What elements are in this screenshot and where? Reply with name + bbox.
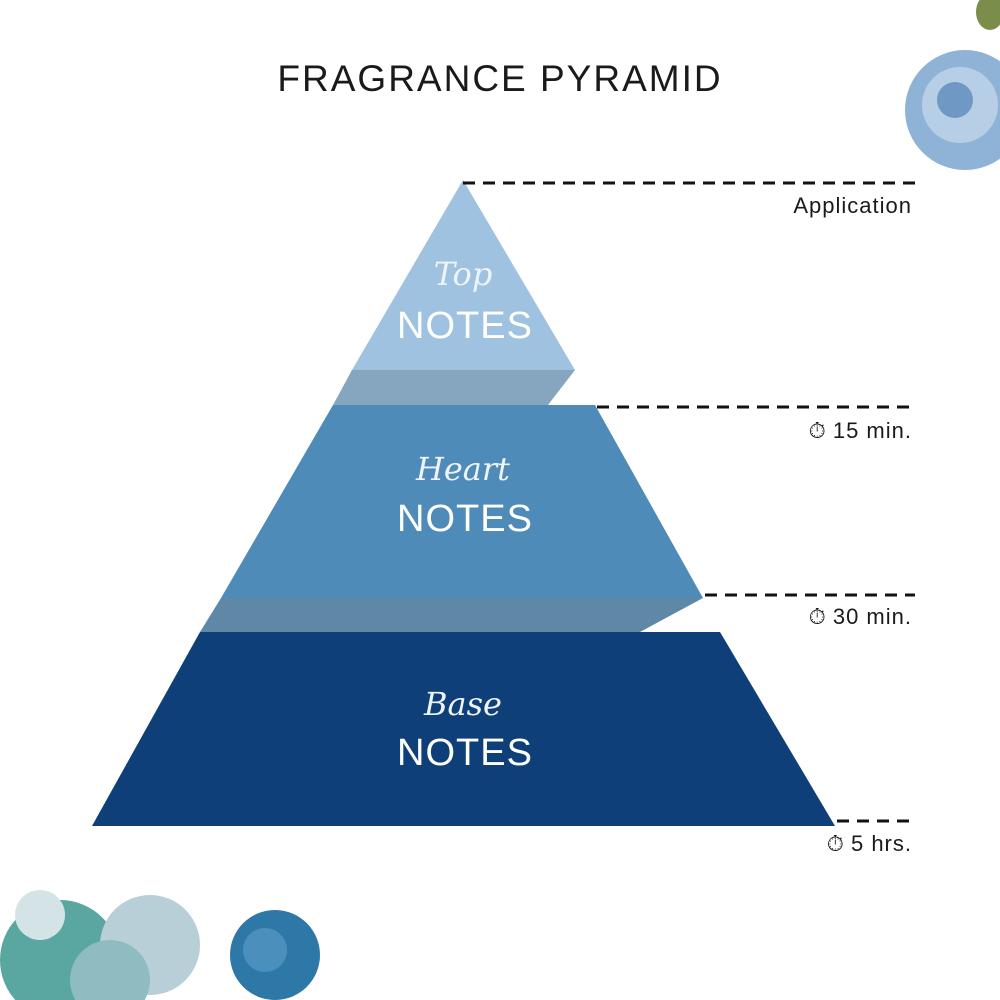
base-notes-tier	[92, 632, 835, 826]
top-connector-band	[333, 370, 575, 405]
timeline-application: Application	[793, 193, 912, 219]
timeline-dashes	[463, 181, 915, 823]
flower-decoration-top-right	[905, 0, 1000, 170]
top-script-label: Top	[433, 255, 493, 293]
timeline-label: 15 min.	[832, 418, 912, 443]
stopwatch-icon: ⏱	[808, 418, 827, 443]
heart-notes-tier	[221, 405, 703, 598]
timeline-label: 5 hrs.	[850, 831, 912, 856]
top-notes-tier	[352, 180, 575, 370]
base-notes-label: NOTES	[397, 732, 533, 774]
timeline-label: Application	[793, 193, 912, 218]
page-title: FRAGRANCE PYRAMID	[277, 58, 723, 99]
timeline-5hrs: ⏱ 5 hrs.	[827, 831, 912, 857]
heart-script-label: Heart	[415, 450, 511, 488]
heart-connector-band	[200, 598, 703, 632]
timeline-30min: ⏱ 30 min.	[809, 604, 912, 630]
top-notes-label: NOTES	[397, 305, 533, 347]
timeline-15min: ⏱ 15 min.	[809, 418, 912, 444]
stopwatch-icon: ⏱	[808, 604, 827, 629]
timeline-label: 30 min.	[832, 604, 912, 629]
flower-decoration-bottom-left	[0, 890, 320, 1000]
stopwatch-icon: ⏱	[826, 831, 845, 856]
heart-notes-label: NOTES	[397, 498, 533, 540]
base-script-label: Base	[424, 685, 502, 723]
